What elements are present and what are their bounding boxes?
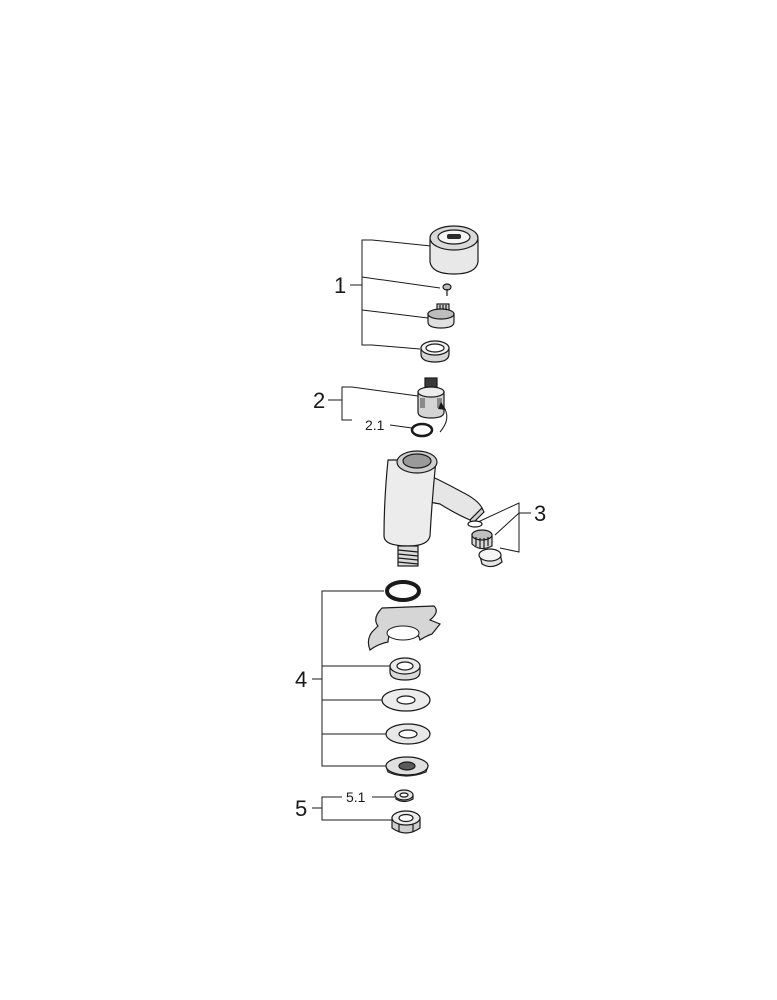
faucet-body-part bbox=[383, 450, 485, 567]
countertop-section bbox=[367, 605, 441, 651]
label-3: 3 bbox=[534, 501, 546, 526]
label-4: 4 bbox=[295, 667, 307, 692]
cartridge-part bbox=[417, 377, 448, 433]
spindle-adapter-part bbox=[427, 303, 455, 329]
label-2-1: 2.1 bbox=[365, 417, 385, 433]
group-2-leaders bbox=[328, 386, 419, 429]
aerator-part bbox=[471, 529, 493, 550]
connection-nut-part bbox=[391, 810, 421, 834]
washer-5-1-part bbox=[394, 789, 414, 803]
group-1-leaders bbox=[350, 239, 441, 350]
washer-2-part bbox=[381, 688, 431, 712]
o-ring-2-1-part bbox=[410, 422, 434, 438]
handle-cap-part bbox=[429, 225, 479, 275]
group-5-leaders bbox=[312, 796, 395, 821]
washer-1-part bbox=[389, 657, 421, 681]
ring-part bbox=[420, 340, 450, 363]
aerator-washer-part bbox=[467, 520, 483, 528]
screw-part bbox=[442, 283, 452, 296]
label-1: 1 bbox=[334, 273, 346, 298]
label-5: 5 bbox=[295, 796, 307, 821]
label-5-1: 5.1 bbox=[346, 789, 366, 805]
washer-3-part bbox=[385, 723, 431, 745]
gasket-ring-part bbox=[385, 580, 421, 602]
label-2: 2 bbox=[313, 388, 325, 413]
aerator-housing-part bbox=[478, 548, 503, 568]
group-4-leaders bbox=[312, 590, 390, 767]
group-3-leaders bbox=[477, 502, 531, 553]
lock-nut-part bbox=[385, 756, 429, 777]
